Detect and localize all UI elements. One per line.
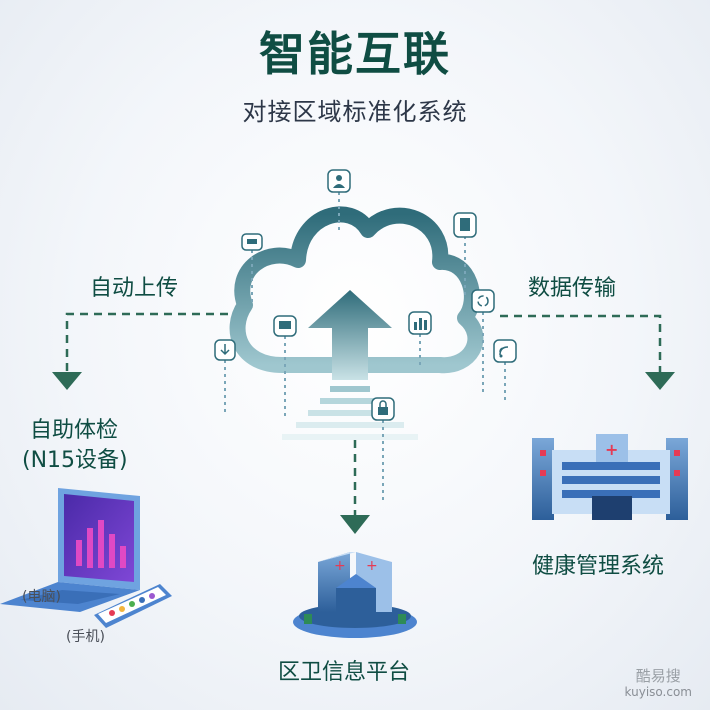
- chat-icon: [241, 233, 263, 251]
- down-dashed-arrow: [340, 440, 370, 534]
- svg-text:+: +: [605, 440, 618, 459]
- svg-text:+: +: [366, 558, 378, 574]
- page-title: 智能互联: [259, 27, 451, 81]
- sync-icon: [471, 289, 495, 313]
- lock-icon: [371, 397, 395, 421]
- laptop-icon: [0, 488, 140, 612]
- regional-platform-label: 区卫信息平台: [278, 660, 411, 685]
- cloud-icon: [229, 206, 484, 374]
- right-dashed-arrow: [500, 314, 675, 390]
- phone-icon: [94, 584, 172, 628]
- svg-text:+: +: [334, 558, 346, 574]
- page-subtitle: 对接区域标准化系统: [242, 98, 468, 126]
- device-model-label: (N15设备): [22, 448, 128, 473]
- health-management-label: 健康管理系统: [532, 554, 665, 579]
- monitor-icon: [273, 315, 297, 337]
- bar-chart-icon: [408, 311, 432, 335]
- computer-label: (电脑): [22, 589, 61, 605]
- hospital-platform-icon: + +: [293, 552, 417, 638]
- data-transfer-label: 数据传输: [528, 276, 617, 301]
- upload-arrow-icon: [282, 290, 418, 440]
- user-icon: [327, 169, 351, 193]
- floating-icons: [224, 192, 506, 500]
- auto-upload-label: 自动上传: [90, 276, 179, 301]
- download-icon: [214, 339, 236, 361]
- left-dashed-arrow: [52, 312, 228, 390]
- phone-label: (手机): [66, 629, 105, 645]
- signal-icon: [493, 339, 517, 363]
- document-icon: [453, 212, 477, 238]
- self-checkup-label: 自助体检: [30, 418, 119, 443]
- watermark: 酷易搜 kuyiso.com: [625, 668, 692, 700]
- hospital-building-icon: +: [532, 434, 688, 520]
- watermark-cn: 酷易搜: [635, 667, 681, 685]
- watermark-url: kuyiso.com: [624, 685, 692, 699]
